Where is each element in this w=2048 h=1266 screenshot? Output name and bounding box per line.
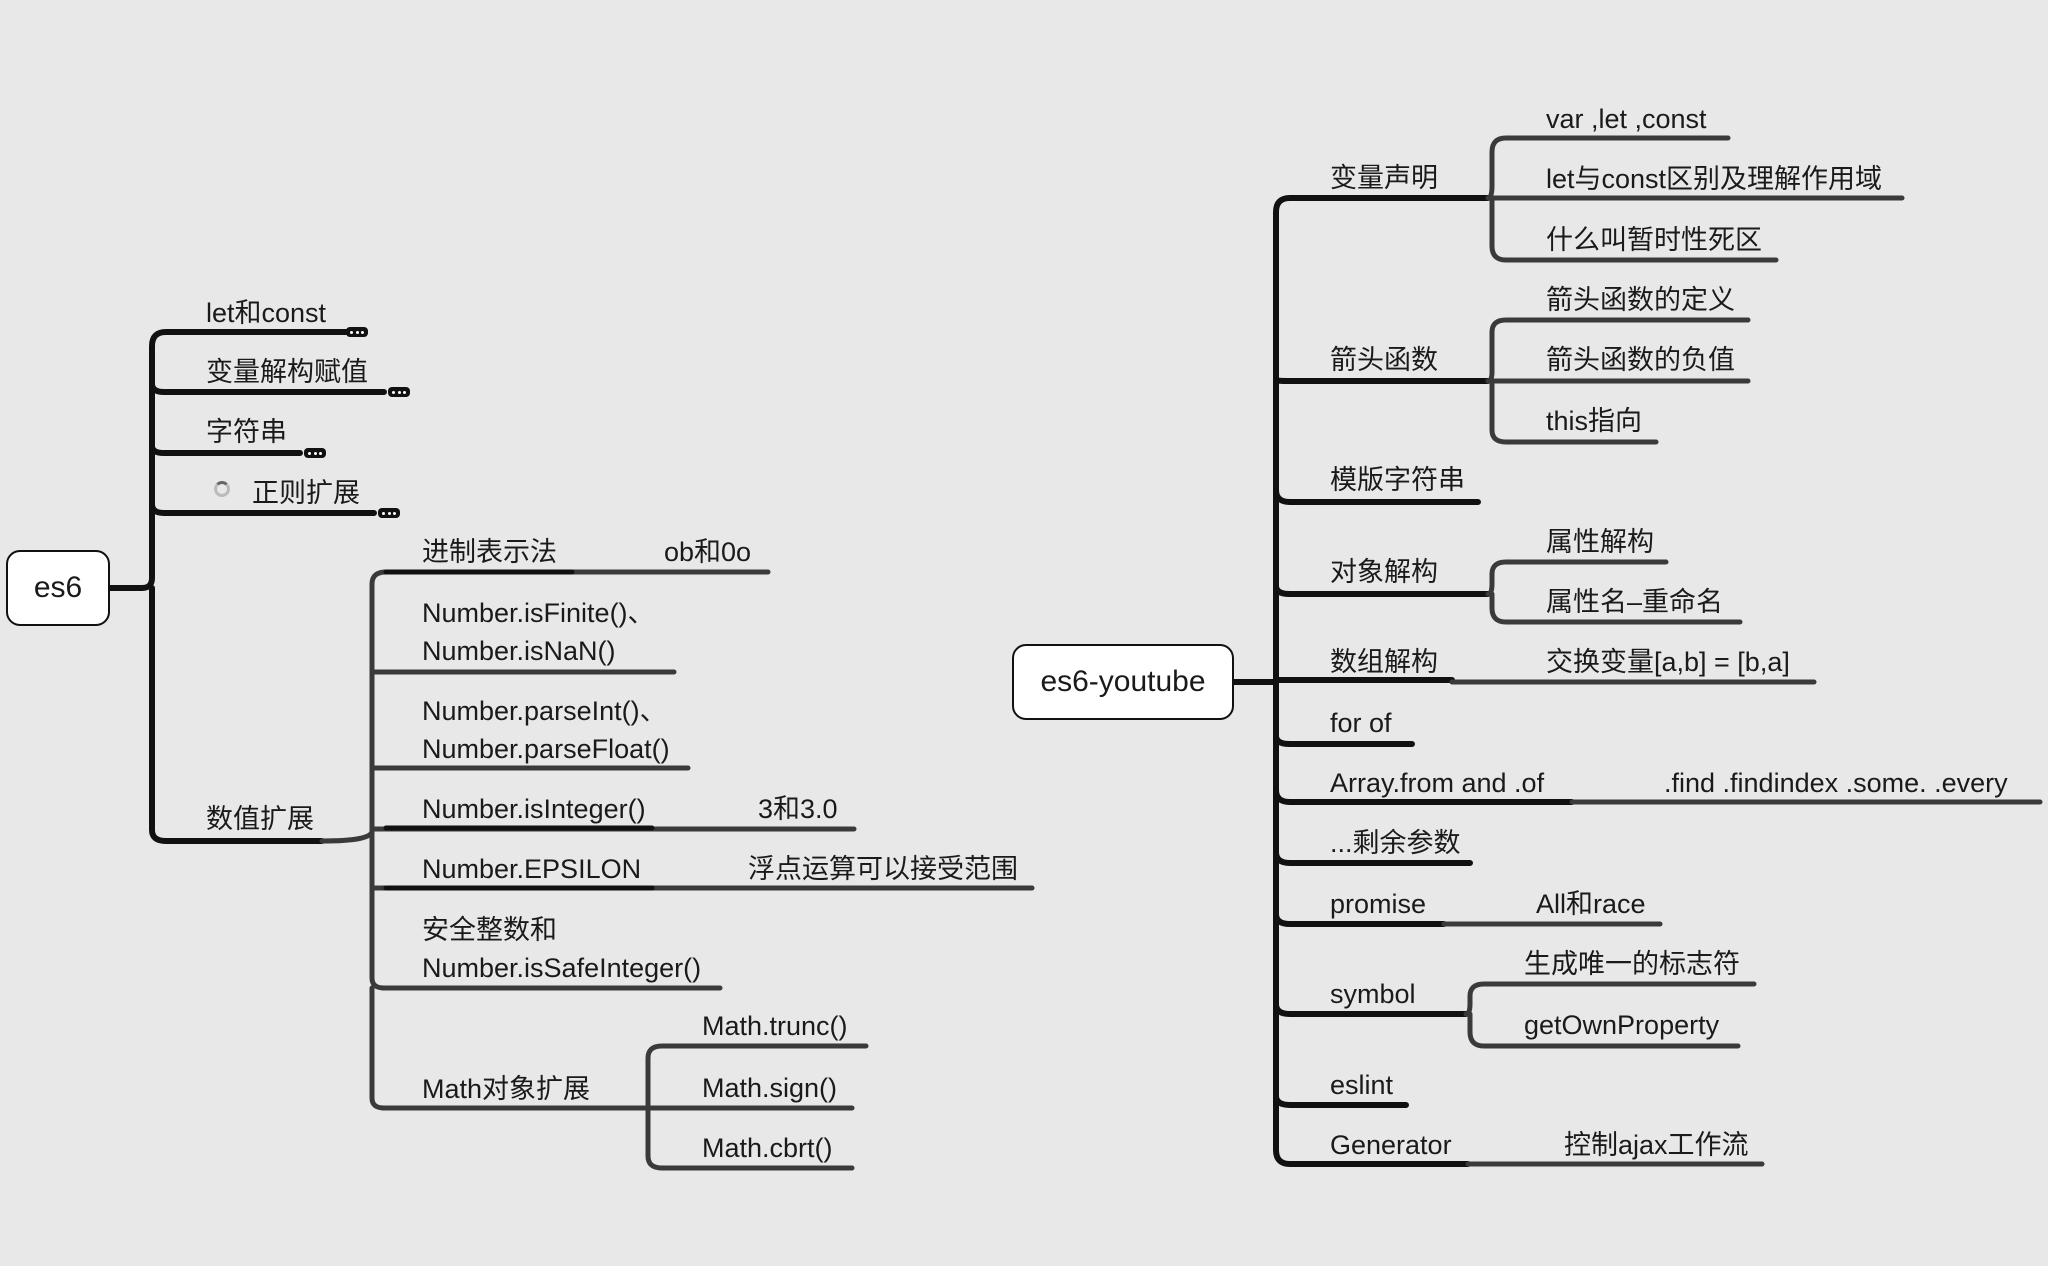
leaf-let-const-diff[interactable]: let与const区别及理解作用域 xyxy=(1546,164,1883,194)
branch-template-string[interactable]: 模版字符串 xyxy=(1330,465,1465,495)
node-isfinite[interactable]: Number.isFinite()、 xyxy=(422,598,655,628)
collapsed-more-icon[interactable] xyxy=(346,327,368,337)
branch-destructuring[interactable]: 变量解构赋值 xyxy=(206,357,368,387)
node-isinteger[interactable]: Number.isInteger() xyxy=(422,794,646,824)
branch-array-destructuring[interactable]: 数组解构 xyxy=(1330,647,1438,677)
leaf-this-pointer[interactable]: this指向 xyxy=(1546,406,1643,436)
node-epsilon[interactable]: Number.EPSILON xyxy=(422,854,642,884)
branch-var-declaration[interactable]: 变量声明 xyxy=(1330,163,1438,193)
leaf-property-rename[interactable]: 属性名–重命名 xyxy=(1546,587,1724,617)
node-epsilon-note[interactable]: 浮点运算可以接受范围 xyxy=(748,854,1018,884)
node-parsefloat[interactable]: Number.parseFloat() xyxy=(422,734,670,764)
leaf-arrow-definition[interactable]: 箭头函数的定义 xyxy=(1546,285,1735,315)
node-math[interactable]: Math对象扩展 xyxy=(422,1074,591,1104)
node-math-trunc[interactable]: Math.trunc() xyxy=(702,1011,848,1041)
node-isinteger-note[interactable]: 3和3.0 xyxy=(758,794,838,824)
collapsed-more-icon[interactable] xyxy=(388,387,410,397)
root-node-es6[interactable]: es6 xyxy=(6,550,110,626)
leaf-all-race[interactable]: All和race xyxy=(1536,889,1646,919)
node-radix[interactable]: 进制表示法 xyxy=(422,537,557,567)
loading-spinner-icon xyxy=(214,481,230,497)
branch-string[interactable]: 字符串 xyxy=(206,417,287,447)
branch-for-of[interactable]: for of xyxy=(1330,708,1392,738)
node-safe-integer-1[interactable]: 安全整数和 xyxy=(422,915,557,945)
node-safe-integer-2[interactable]: Number.isSafeInteger() xyxy=(422,953,702,983)
branch-rest-params[interactable]: ...剩余参数 xyxy=(1330,828,1461,858)
leaf-tdz[interactable]: 什么叫暂时性死区 xyxy=(1546,225,1762,255)
leaf-property-destructuring[interactable]: 属性解构 xyxy=(1546,527,1654,557)
branch-generator[interactable]: Generator xyxy=(1330,1130,1452,1160)
node-radix-note[interactable]: ob和0o xyxy=(664,537,752,567)
leaf-ajax-workflow[interactable]: 控制ajax工作流 xyxy=(1564,1130,1749,1160)
node-isnan[interactable]: Number.isNaN() xyxy=(422,636,616,666)
branch-promise[interactable]: promise xyxy=(1330,889,1427,919)
collapsed-more-icon[interactable] xyxy=(378,508,400,518)
branch-arrow-function[interactable]: 箭头函数 xyxy=(1330,345,1438,375)
leaf-get-own-property[interactable]: getOwnProperty xyxy=(1524,1010,1720,1040)
leaf-swap-variables[interactable]: 交换变量[a,b] = [b,a] xyxy=(1546,647,1790,677)
branch-number[interactable]: 数值扩展 xyxy=(206,804,314,834)
branch-symbol[interactable]: symbol xyxy=(1330,979,1416,1009)
branch-eslint[interactable]: eslint xyxy=(1330,1070,1394,1100)
node-math-cbrt[interactable]: Math.cbrt() xyxy=(702,1133,833,1163)
branch-let-const[interactable]: let和const xyxy=(206,298,327,328)
root-node-es6-youtube[interactable]: es6-youtube xyxy=(1012,644,1234,720)
branch-regex[interactable]: 正则扩展 xyxy=(252,478,360,508)
leaf-unique-identifier[interactable]: 生成唯一的标志符 xyxy=(1524,949,1740,979)
collapsed-more-icon[interactable] xyxy=(304,448,326,458)
branch-object-destructuring[interactable]: 对象解构 xyxy=(1330,557,1438,587)
leaf-arrow-assignment[interactable]: 箭头函数的负值 xyxy=(1546,345,1735,375)
branch-array-from[interactable]: Array.from and .of xyxy=(1330,768,1545,798)
node-parseint[interactable]: Number.parseInt()、 xyxy=(422,696,667,726)
leaf-find-methods[interactable]: .find .findindex .some. .every xyxy=(1664,768,2008,798)
leaf-var-let-const[interactable]: var ,let ,const xyxy=(1546,104,1707,134)
node-math-sign[interactable]: Math.sign() xyxy=(702,1073,838,1103)
